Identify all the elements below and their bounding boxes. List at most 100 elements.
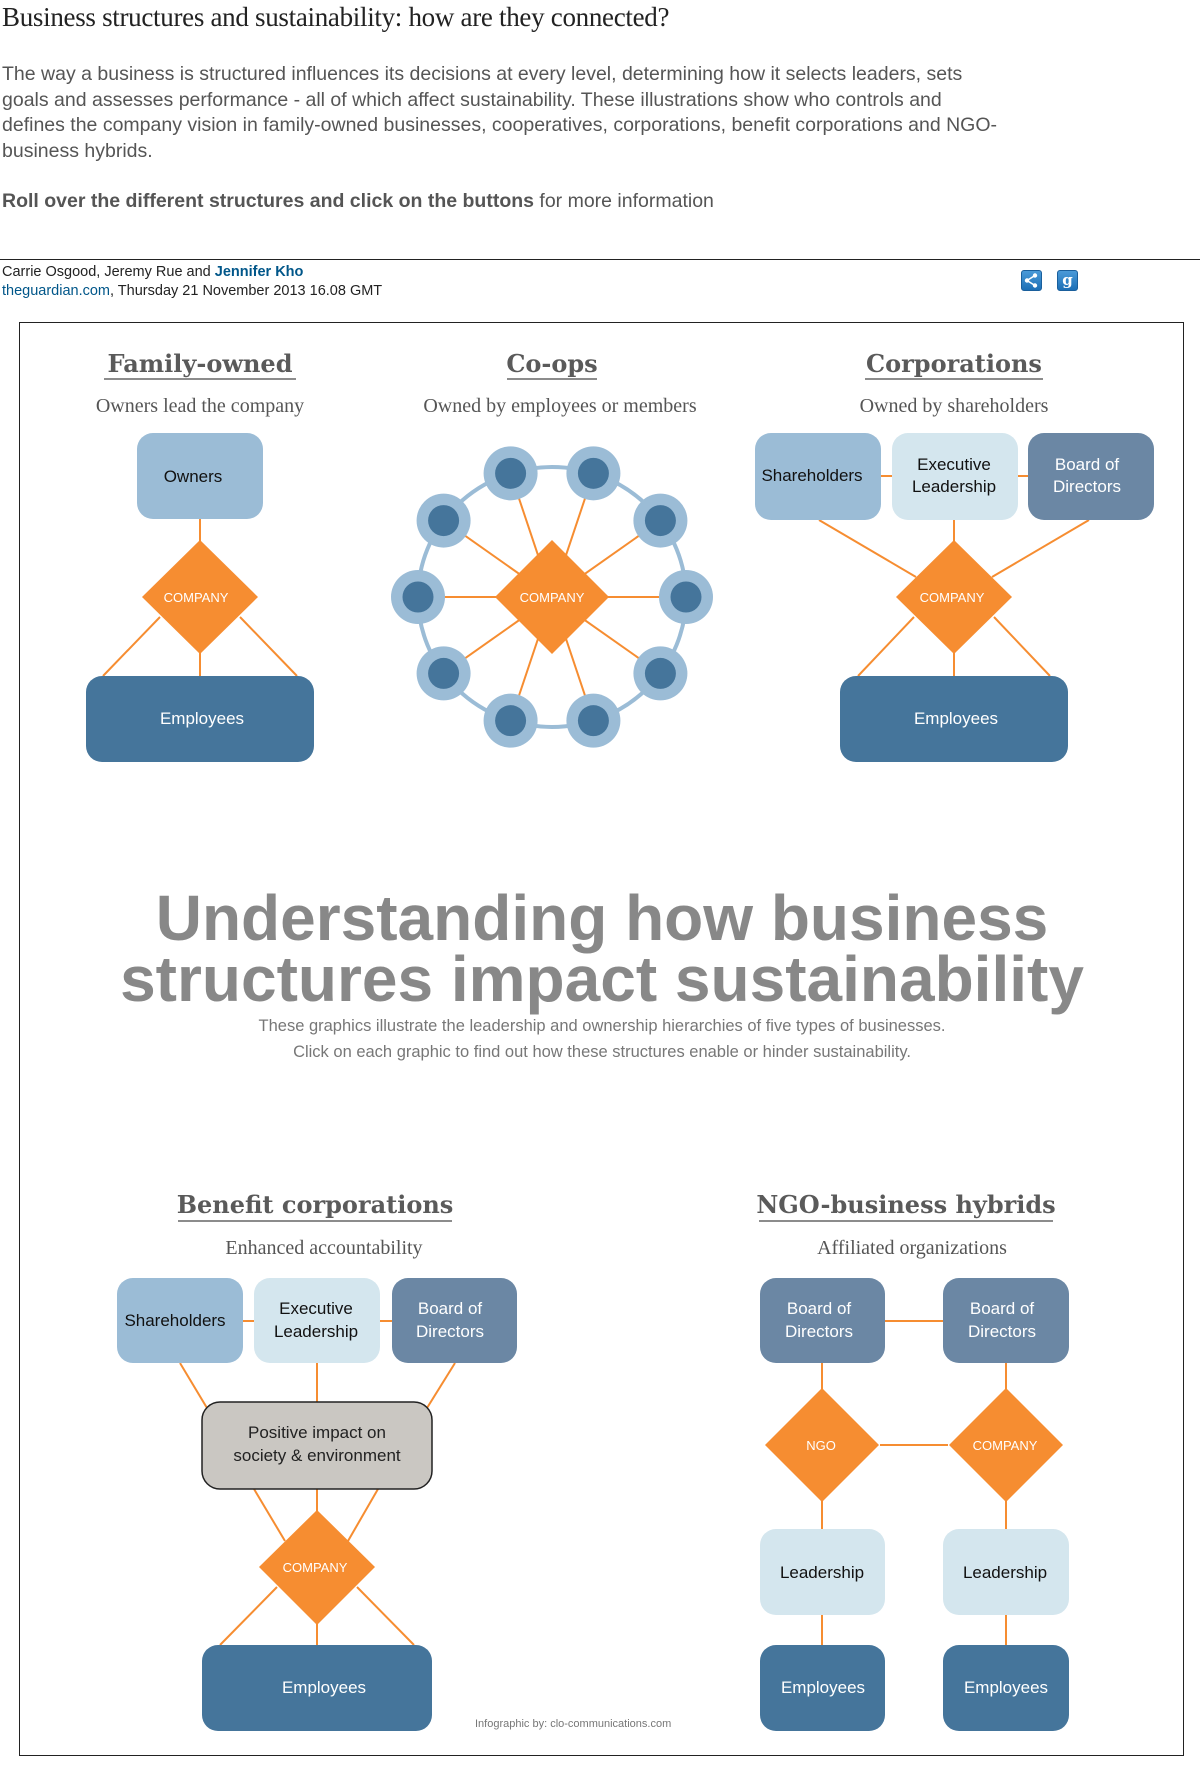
board-label-2: Directors: [785, 1322, 853, 1341]
company-diamond[interactable]: [896, 540, 1012, 654]
employees-box[interactable]: [202, 1645, 432, 1731]
employees-box[interactable]: [840, 676, 1068, 762]
ngo-label: NGO: [806, 1438, 836, 1453]
instruction-text: Roll over the different structures and c…: [2, 190, 714, 213]
executive-leadership-box[interactable]: [892, 433, 1018, 520]
member-node[interactable]: [566, 446, 621, 501]
section-title[interactable]: Corporations: [866, 349, 1042, 378]
board-box[interactable]: [1028, 433, 1154, 520]
section-subtitle: Owners lead the company: [96, 395, 304, 417]
member-node[interactable]: [633, 646, 688, 701]
byline: Carrie Osgood, Jeremy Rue and Jennifer K…: [2, 264, 303, 280]
member-node[interactable]: [416, 493, 471, 548]
article-headline: Business structures and sustainability: …: [2, 2, 670, 32]
company-diamond[interactable]: [142, 540, 258, 654]
member-node[interactable]: [416, 646, 471, 701]
member-inner-circle: [428, 505, 460, 537]
ngo-leadership-box[interactable]: [760, 1529, 885, 1615]
employees-label: Employees: [964, 1678, 1048, 1697]
board-label-2: Directors: [416, 1322, 484, 1341]
member-inner-circle: [577, 705, 609, 737]
owners-label: Owners: [164, 467, 223, 486]
company-employees-box[interactable]: [943, 1645, 1069, 1731]
section-subtitle: Enhanced accountability: [225, 1237, 422, 1259]
board-label-1: Board of: [418, 1299, 483, 1318]
company-label: COMPANY: [973, 1438, 1038, 1453]
member-inner-circle: [402, 581, 434, 613]
company-diamond[interactable]: [259, 1510, 375, 1625]
member-node[interactable]: [391, 570, 445, 624]
company-leadership-box[interactable]: [943, 1529, 1069, 1615]
member-node[interactable]: [483, 693, 538, 748]
section-ngo-hybrids[interactable]: NGO-business hybrids Affiliated organiza…: [756, 1190, 1069, 1731]
board-label-2: Directors: [1053, 477, 1121, 496]
section-coops[interactable]: Co-ops Owned by employees or members COM…: [391, 349, 713, 748]
board-label-1: Board of: [1055, 455, 1120, 474]
section-title[interactable]: NGO-business hybrids: [756, 1190, 1055, 1219]
ngo-board-box[interactable]: [760, 1278, 885, 1363]
share-icon[interactable]: [1021, 270, 1042, 291]
executive-label-1: Executive: [917, 455, 991, 474]
owners-box[interactable]: [137, 433, 263, 519]
executive-label-2: Leadership: [912, 477, 996, 496]
infographic-headline: Understanding how business structures im…: [120, 882, 1084, 1061]
board-label-2: Directors: [968, 1322, 1036, 1341]
instruction-rest: for more information: [533, 190, 714, 212]
headline-line-1: Understanding how business: [156, 882, 1049, 954]
shareholders-label: Shareholders: [124, 1311, 225, 1330]
employees-box[interactable]: [86, 676, 314, 762]
company-diamond[interactable]: [949, 1388, 1063, 1502]
member-node[interactable]: [483, 446, 538, 501]
employees-label: Employees: [160, 709, 244, 728]
byline-authors: Carrie Osgood, Jeremy Rue and: [2, 264, 215, 280]
section-corporations[interactable]: Corporations Owned by shareholders Share…: [755, 349, 1154, 762]
member-node[interactable]: [659, 570, 713, 624]
section-benefit-corporations[interactable]: Benefit corporations Enhanced accountabi…: [117, 1190, 517, 1731]
dateline: theguardian.com, Thursday 21 November 20…: [2, 283, 382, 299]
impact-label-2: society & environment: [233, 1446, 401, 1465]
board-box[interactable]: [392, 1278, 517, 1363]
member-ring: [391, 446, 713, 748]
member-inner-circle: [428, 657, 460, 689]
section-title[interactable]: Benefit corporations: [177, 1190, 454, 1219]
section-subtitle: Owned by shareholders: [860, 395, 1049, 417]
author-link[interactable]: Jennifer Kho: [214, 264, 304, 280]
company-diamond[interactable]: [495, 540, 609, 654]
section-title[interactable]: Family-owned: [108, 349, 293, 378]
member-node[interactable]: [566, 693, 621, 748]
ngo-diamond[interactable]: [765, 1388, 879, 1502]
article-standfirst: The way a business is structured influen…: [2, 63, 998, 162]
member-inner-circle: [495, 457, 527, 489]
employees-label: Employees: [282, 1678, 366, 1697]
board-label-1: Board of: [970, 1299, 1035, 1318]
connectors: [179, 1320, 456, 1646]
section-family-owned[interactable]: Family-owned Owners lead the company Own…: [86, 349, 314, 762]
site-link[interactable]: theguardian.com: [2, 283, 111, 299]
member-inner-circle: [670, 581, 702, 613]
company-label: COMPANY: [920, 590, 985, 605]
instruction-bold: Roll over the different structures and c…: [2, 190, 534, 212]
member-inner-circle: [644, 657, 676, 689]
shareholders-box[interactable]: [117, 1278, 243, 1363]
member-inner-circle: [495, 705, 527, 737]
executive-label-1: Executive: [279, 1299, 353, 1318]
positive-impact-box[interactable]: [201, 1401, 433, 1490]
google-plus-icon[interactable]: g: [1057, 270, 1078, 291]
headline-line-2: structures impact sustainability: [120, 943, 1084, 1015]
shareholders-box[interactable]: [755, 433, 881, 520]
impact-label-1: Positive impact on: [248, 1423, 386, 1442]
company-board-box[interactable]: [943, 1278, 1069, 1363]
member-inner-circle: [577, 457, 609, 489]
infographic-frame: [19, 322, 1184, 1756]
svg-text:g: g: [1062, 271, 1073, 289]
divider: [0, 259, 1200, 260]
section-title[interactable]: Co-ops: [506, 349, 597, 378]
ngo-employees-box[interactable]: [760, 1645, 885, 1731]
leadership-label: Leadership: [780, 1563, 864, 1582]
section-subtitle: Owned by employees or members: [423, 395, 696, 417]
section-subtitle: Affiliated organizations: [817, 1237, 1007, 1259]
executive-leadership-box[interactable]: [254, 1278, 380, 1363]
member-node[interactable]: [633, 493, 688, 548]
employees-label: Employees: [781, 1678, 865, 1697]
